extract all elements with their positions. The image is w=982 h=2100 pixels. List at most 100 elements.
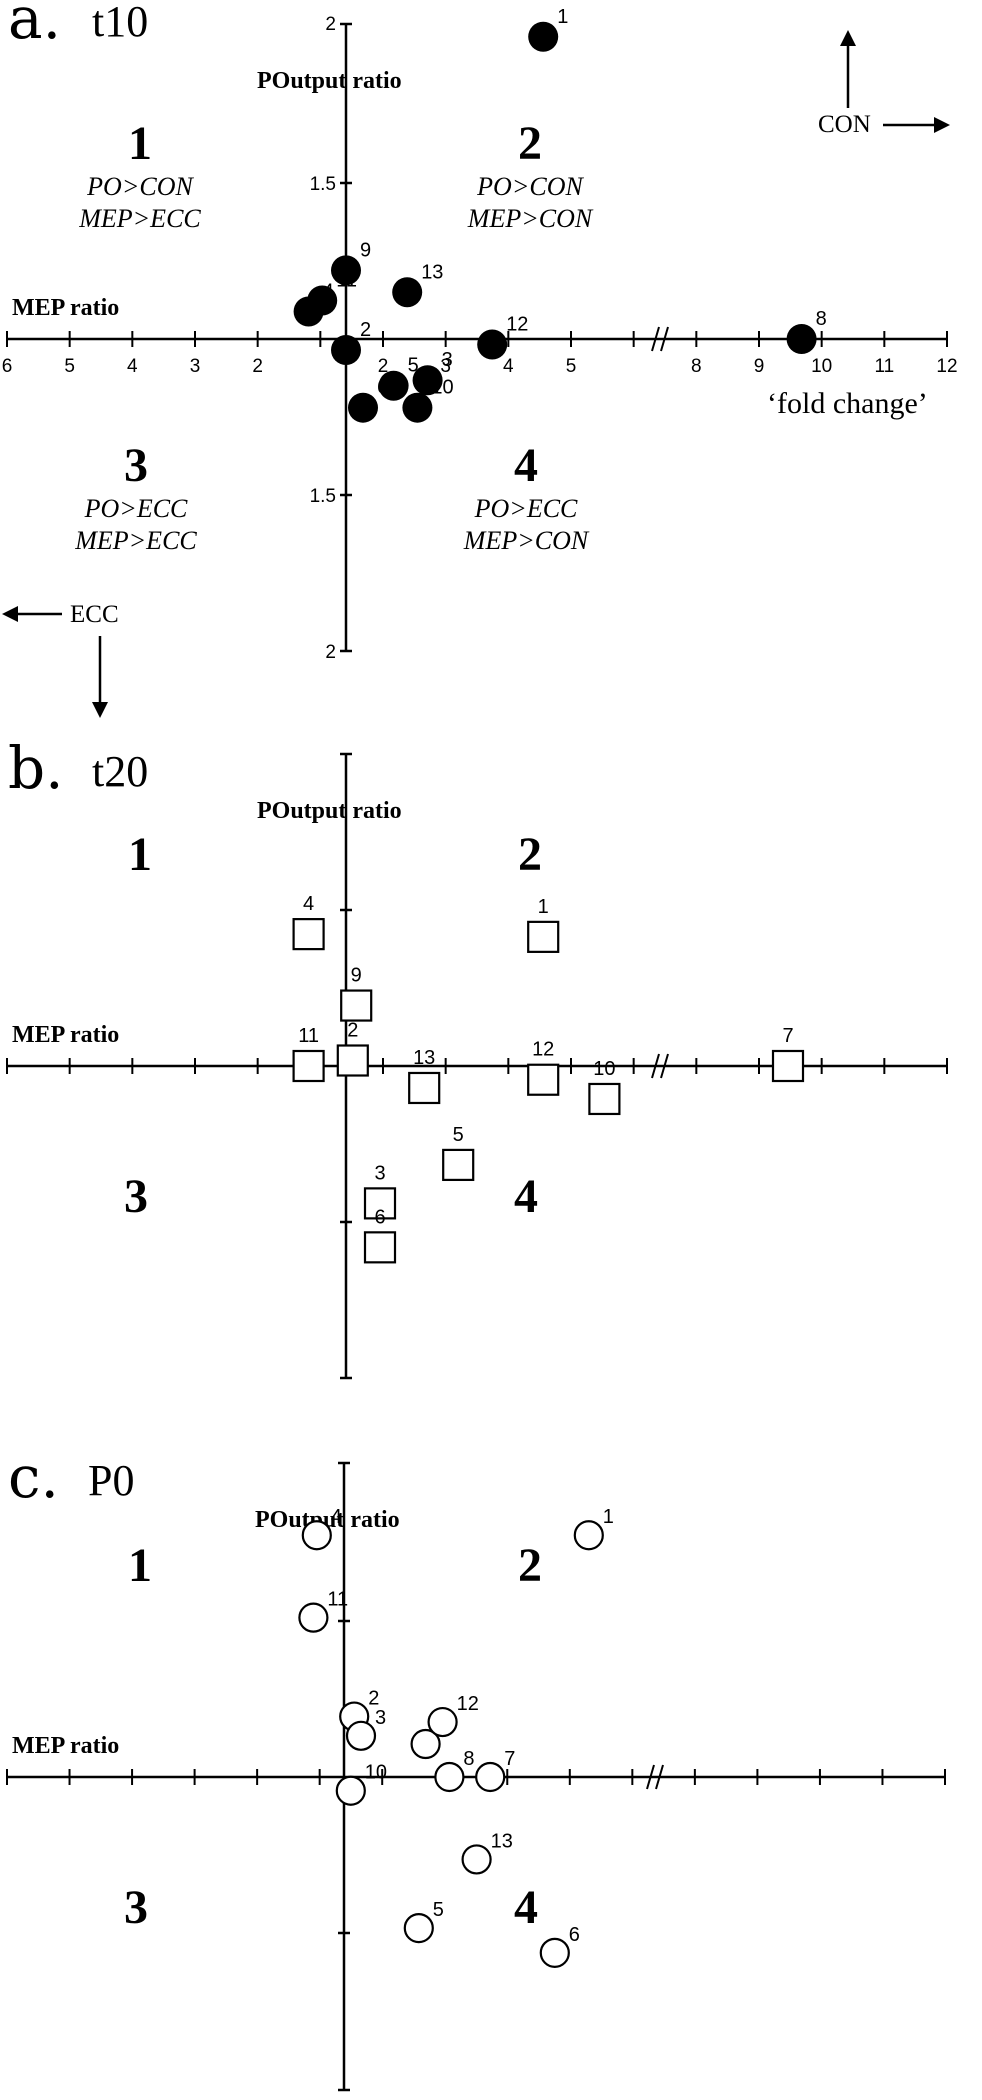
data-point-label: 4 [303,893,314,915]
data-point-label: 13 [491,1830,513,1852]
data-point-label: 11 [336,270,357,292]
y-axis-title: POutput ratio [257,68,402,94]
data-point-6 [348,392,378,423]
data-point-label: 10 [365,1762,387,1784]
panel-time-label: t20 [92,747,148,796]
data-point-label: 12 [457,1693,479,1715]
data-point-label: 2 [360,319,371,341]
x-tick-label: 8 [691,356,702,377]
x-tick-label: 2 [252,356,263,377]
data-point-label: 3 [442,349,453,371]
data-point-5 [403,1913,434,1944]
data-point-3 [363,1187,397,1220]
data-point-13 [408,1071,441,1105]
quadrant-3-condition: MEP>ECC [74,526,197,555]
data-point-label: 5 [433,1899,444,1921]
axis-break-mark [660,326,669,352]
x-tick-label: 6 [2,356,13,377]
data-point-11 [307,285,338,316]
y-tick-label: 2 [325,14,336,35]
quadrant-2-number: 2 [518,1539,542,1592]
x-tick-label: 4 [503,356,514,377]
quadrant-4-number: 4 [514,1881,538,1934]
data-point-9 [331,255,361,286]
data-point-label: 13 [413,1047,435,1069]
data-point-label: 3 [374,1162,385,1184]
data-point-5 [378,370,409,401]
data-point-12 [427,1706,458,1738]
x-axis-title: MEP ratio [12,1733,119,1759]
data-point-label: 5 [408,355,419,377]
quadrant-2-number: 2 [518,828,542,881]
quadrant-1-number: 1 [128,1539,152,1592]
data-point-3 [412,365,443,396]
axis-break-mark [655,1764,664,1790]
data-point-label: 2 [368,1688,379,1710]
axis-break-mark [646,1764,655,1790]
data-point-8 [786,324,817,354]
quadrant-3-number: 3 [124,439,148,492]
con-right-arrowhead [934,117,950,133]
ecc-direction-label: ECC [70,601,119,628]
panel-time-label: P0 [88,1456,134,1505]
x-tick-label: 12 [936,356,957,377]
x-tick-label: 5 [64,356,75,377]
data-point-10 [402,392,433,423]
data-point-label: 12 [532,1039,554,1061]
data-point-label: 13 [421,261,443,283]
quadrant-3-number: 3 [124,1170,148,1223]
quadrant-3-number: 3 [124,1881,148,1934]
data-point-label: 2 [347,1020,358,1042]
data-point-7 [475,1761,506,1793]
data-point-2 [336,1044,369,1077]
x-tick-label: 9 [754,356,765,377]
panel-letter: a. [8,0,61,52]
data-point-2 [331,334,361,365]
data-point-label: 9 [351,965,362,987]
data-point-label: 8 [463,1748,474,1770]
data-point-label: 10 [593,1058,615,1080]
quadrant-4-condition: MEP>CON [463,526,590,555]
con-up-arrowhead [840,30,856,46]
data-point-label: 1 [557,6,568,28]
data-point-8 [434,1761,465,1793]
x-tick-label: 11 [874,356,894,377]
data-point-label: 7 [504,1748,515,1770]
data-point-label: 3 [375,1707,386,1729]
data-point-1 [573,1520,604,1551]
data-point-label: 8 [816,308,827,330]
quadrant-2-condition: PO>CON [476,172,584,201]
y-tick-label: 1.5 [310,486,336,507]
data-point-13 [392,277,423,308]
panel-letter: c. [8,1443,59,1511]
data-point-10 [335,1775,366,1806]
quadrant-1-number: 1 [128,828,152,881]
fold-change-label: ‘fold change’ [767,387,928,420]
data-point-3 [345,1720,377,1751]
data-point-label: 12 [506,313,528,335]
quadrant-2-number: 2 [518,117,542,170]
data-point-11 [298,1602,329,1633]
data-point-label: 10 [431,377,453,399]
quadrant-2-condition: MEP>CON [467,204,594,233]
data-point-4 [292,918,325,951]
data-point-label: 1 [538,896,549,918]
data-point-label: 6 [377,377,388,399]
quadrant-1-number: 1 [128,117,152,170]
x-tick-label: 3 [440,356,451,377]
axis-break-mark [651,326,660,352]
quadrant-4-number: 4 [514,439,538,492]
data-point-label: 9 [360,239,371,261]
quadrant-1-condition: PO>CON [86,172,194,201]
data-point-1 [528,21,559,52]
ecc-down-arrowhead [92,702,108,718]
x-axis-title: MEP ratio [12,1022,119,1048]
data-point-1 [527,920,560,953]
data-point-10 [588,1082,621,1116]
con-direction-label: CON [818,111,871,138]
data-point-7 [771,1049,805,1083]
x-tick-label: 5 [566,356,577,377]
data-point-label: 6 [374,1206,385,1228]
